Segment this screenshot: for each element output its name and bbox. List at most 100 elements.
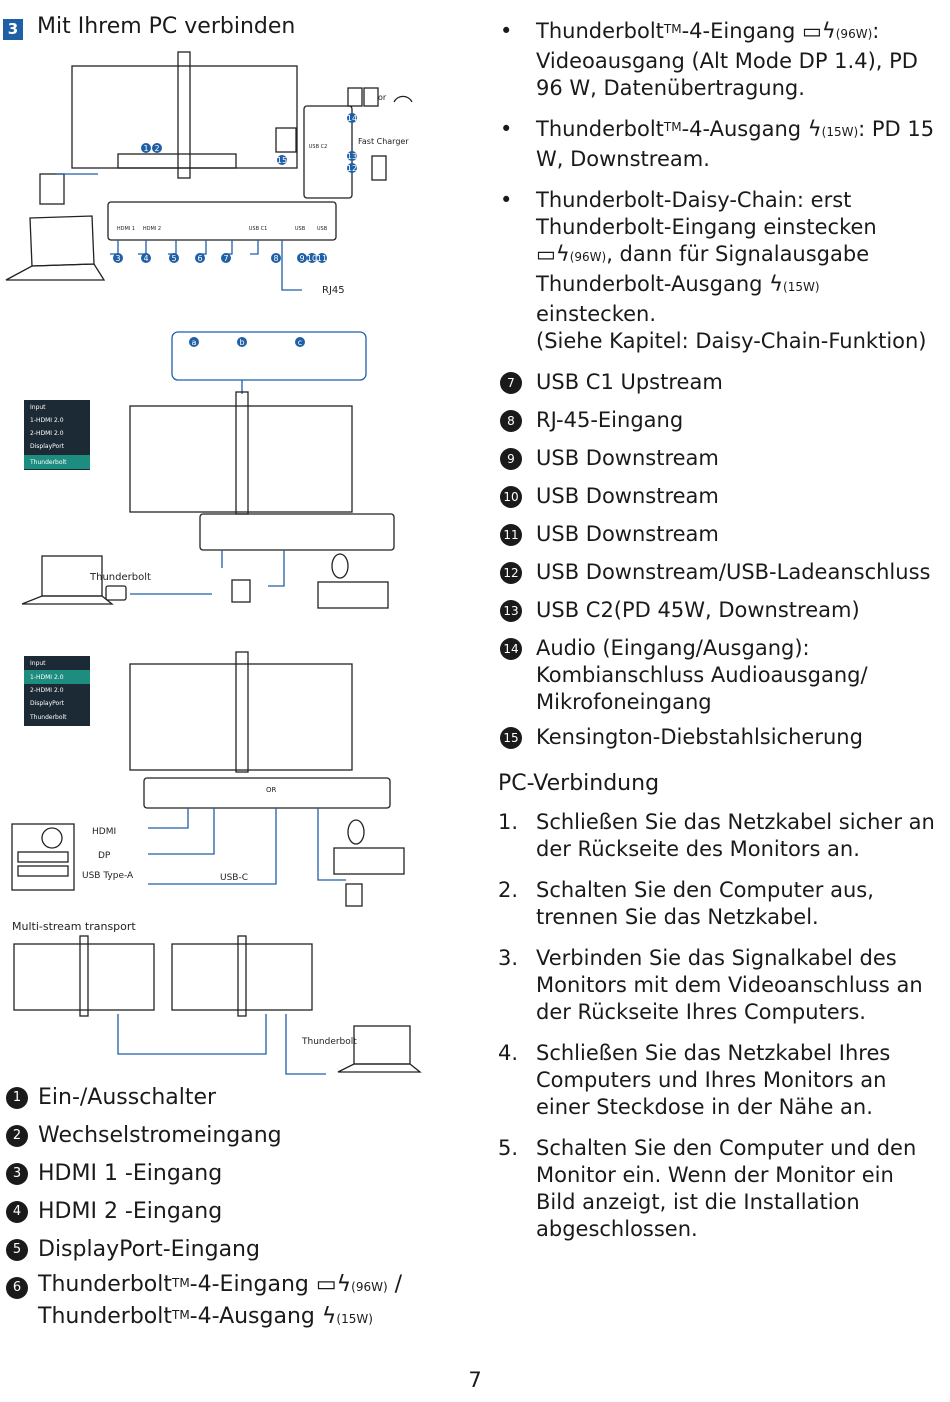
svg-text:1-HDMI 2.0: 1-HDMI 2.0 [30, 674, 64, 681]
monitor-back-3 [129, 663, 353, 771]
svg-text:Thunderbolt: Thunderbolt [29, 459, 67, 466]
install-steps-box [171, 331, 367, 381]
svg-text:7: 7 [223, 254, 228, 263]
svg-text:8: 8 [273, 254, 278, 263]
mst-monitor-2 [171, 943, 313, 1011]
port-panel-3 [143, 777, 391, 809]
laptop-icon [29, 215, 95, 267]
svg-text:USB C1: USB C1 [249, 226, 268, 232]
pc-connection-heading: PC-Verbindung [498, 771, 660, 796]
svg-text:RJ45: RJ45 [322, 285, 345, 296]
list-item: 3.Verbinden Sie das Signalkabel des Moni… [498, 946, 923, 1024]
list-item: 1.Schließen Sie das Netzkabel sicher an … [498, 810, 935, 861]
lightning-icon: ϟ [321, 1304, 337, 1329]
svg-text:USB C2: USB C2 [309, 144, 328, 150]
svg-text:2-HDMI 2.0: 2-HDMI 2.0 [30, 430, 64, 437]
callouts: 1 2 3 4 5 6 7 8 9 10 11 12 13 14 15 [113, 113, 357, 263]
mouse-icon [331, 553, 349, 579]
connection-diagram: Input 1-HDMI 2.0 2-HDMI 2.0 DisplayPort … [0, 48, 470, 1078]
section-number: 3 [3, 19, 23, 40]
svg-text:USB Type-A: USB Type-A [82, 871, 134, 881]
svg-text:OR: OR [266, 786, 277, 794]
svg-text:Multi-stream transport: Multi-stream transport [12, 920, 136, 933]
svg-text:USB: USB [295, 226, 306, 232]
svg-text:14: 14 [347, 114, 357, 123]
laptop-icon: ▭ [536, 242, 556, 266]
list-item: 6 ThunderboltTM-4-Eingang ▭ϟ(96W) / Thun… [6, 1270, 476, 1330]
port-panel-2 [199, 513, 395, 551]
svg-text:2: 2 [154, 144, 159, 153]
list-item: 4.Schließen Sie das Netzkabel Ihres Comp… [498, 1041, 891, 1119]
osd-menu-2: Input 1-HDMI 2.0 2-HDMI 2.0 DisplayPort … [24, 656, 90, 726]
svg-text:11: 11 [317, 254, 327, 263]
lightning-icon: ϟ [336, 1272, 352, 1297]
monitor-back-1 [71, 65, 298, 169]
mst-monitor-1 [13, 943, 155, 1011]
svg-text:4: 4 [143, 254, 148, 263]
lightning-icon: ϟ [807, 117, 822, 141]
laptop-icon: ▭ [315, 1272, 337, 1297]
page-number: 7 [468, 1368, 482, 1392]
right-column: • ThunderboltTM-4-Eingang ▭ϟ(96W): Video… [498, 18, 938, 1257]
svg-text:1: 1 [143, 144, 148, 153]
svg-text:5: 5 [171, 254, 176, 263]
svg-text:6: 6 [197, 254, 202, 263]
svg-text:Input: Input [30, 404, 46, 411]
svg-text:Thunderbolt: Thunderbolt [29, 714, 67, 721]
svg-text:10: 10 [307, 254, 317, 263]
svg-text:HDMI 1: HDMI 1 [117, 226, 135, 232]
svg-text:Thunderbolt: Thunderbolt [89, 572, 151, 583]
list-item: • ThunderboltTM-4-Eingang ▭ϟ(96W): Video… [500, 19, 918, 100]
svg-text:Input: Input [30, 660, 46, 667]
svg-text:a: a [192, 338, 197, 347]
svg-text:3: 3 [115, 254, 120, 263]
svg-text:Thunderbolt: Thunderbolt [301, 1037, 357, 1047]
list-item: • ThunderboltTM-4-Ausgang ϟ(15W): PD 15 … [500, 117, 935, 171]
mouse-icon-2 [347, 819, 365, 845]
svg-text:12: 12 [347, 164, 357, 173]
list-item: 5.Schalten Sie den Computer und den Moni… [498, 1136, 917, 1241]
svg-text:1-HDMI 2.0: 1-HDMI 2.0 [30, 417, 64, 424]
laptop-icon-3 [353, 1025, 411, 1065]
pc-tower-icon [11, 823, 75, 891]
svg-text:USB-C: USB-C [220, 873, 248, 883]
svg-text:DP: DP [98, 851, 111, 861]
svg-text:HDMI: HDMI [92, 827, 116, 837]
lightning-icon: ϟ [555, 242, 570, 266]
svg-text:b: b [239, 338, 244, 347]
list-item: • Thunderbolt-Daisy-Chain: erst Thunderb… [500, 188, 927, 353]
port-panel-1 [107, 201, 337, 241]
lightning-icon: ϟ [821, 19, 836, 43]
svg-text:Fast Charger: Fast Charger [358, 137, 409, 146]
side-port-panel [303, 105, 353, 199]
svg-text:c: c [298, 338, 302, 347]
monitor-back-2 [129, 405, 353, 513]
svg-text:USB: USB [317, 226, 328, 232]
list-item: 2.Schalten Sie den Computer aus, trennen… [498, 878, 874, 929]
wall-outlet-icon-2 [231, 579, 251, 603]
osd-menu-1: Input 1-HDMI 2.0 2-HDMI 2.0 DisplayPort … [24, 400, 90, 470]
svg-text:2-HDMI 2.0: 2-HDMI 2.0 [30, 687, 64, 694]
svg-text:DisplayPort: DisplayPort [30, 443, 65, 450]
svg-text:or: or [378, 93, 387, 102]
section-title: Mit Ihrem PC verbinden [37, 14, 296, 39]
svg-text:DisplayPort: DisplayPort [30, 700, 65, 707]
keyboard-icon-2 [333, 847, 405, 875]
lightning-icon: ϟ [769, 272, 784, 296]
svg-text:15: 15 [277, 156, 287, 165]
wall-outlet-icon [39, 173, 65, 205]
laptop-icon: ▭ [802, 19, 822, 43]
